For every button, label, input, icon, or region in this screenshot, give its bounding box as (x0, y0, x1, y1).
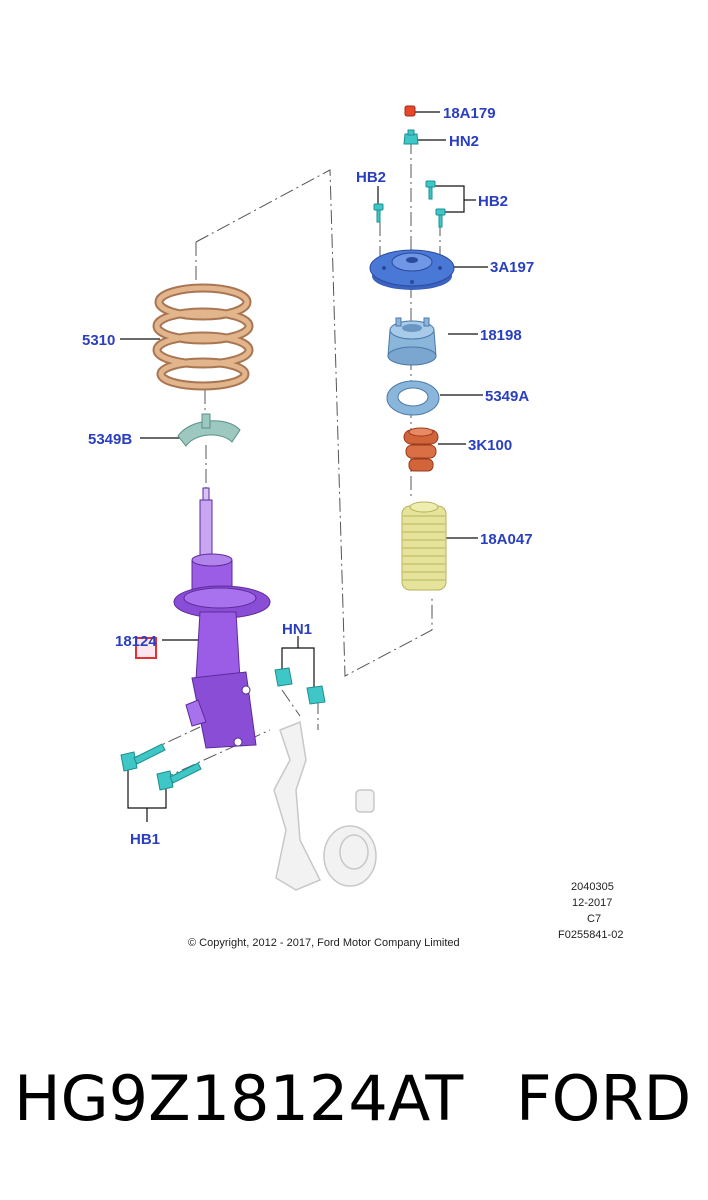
insulator-5349a-icon (386, 380, 440, 416)
bolts-hb2-icon (373, 180, 446, 228)
bolts-hb1-icon (120, 743, 202, 791)
callout-hn1[interactable]: HN1 (282, 621, 312, 638)
brand-name: FORD (516, 1062, 692, 1135)
callout-hn2[interactable]: HN2 (449, 133, 479, 150)
meta-line-3: C7 (587, 913, 601, 925)
callout-18a047[interactable]: 18A047 (480, 531, 533, 548)
knuckle-icon (273, 720, 377, 891)
top-mount-3a197-icon (369, 249, 455, 290)
nut-18a179-icon (404, 105, 416, 117)
part-number: HG9Z18124AT (14, 1062, 464, 1135)
callout-5310[interactable]: 5310 (82, 332, 115, 349)
coil-spring-5310-icon (152, 283, 254, 391)
insulator-5349b-icon (177, 413, 241, 447)
parts-diagram: 18A179 HN2 HB2 HB2 3A197 18198 5349A 3K1… (82, 105, 623, 949)
callout-18124[interactable]: 18124 (115, 633, 157, 650)
highlight-box (135, 637, 157, 659)
callout-3a197[interactable]: 3A197 (490, 259, 534, 276)
callout-18a179[interactable]: 18A179 (443, 105, 496, 122)
callout-5349b[interactable]: 5349B (88, 431, 132, 448)
callout-hb1[interactable]: HB1 (130, 831, 160, 848)
bearing-18198-icon (387, 317, 437, 366)
strut-18124-icon (173, 487, 271, 749)
callout-3k100[interactable]: 3K100 (468, 437, 512, 454)
meta-line-4: F0255841-02 (558, 929, 623, 941)
copyright-notice: © Copyright, 2012 - 2017, Ford Motor Com… (188, 937, 460, 949)
nuts-hn1-icon (274, 667, 326, 705)
callout-5349a[interactable]: 5349A (485, 388, 529, 405)
bump-stop-3k100-icon (403, 427, 439, 472)
dust-boot-18a047-icon (401, 501, 447, 591)
callout-hb2-left[interactable]: HB2 (356, 169, 386, 186)
meta-line-1: 2040305 (571, 881, 614, 893)
meta-line-2: 12-2017 (572, 897, 612, 909)
callout-18198[interactable]: 18198 (480, 327, 522, 344)
nut-hn2-icon (403, 129, 419, 145)
callout-hb2-right[interactable]: HB2 (478, 193, 508, 210)
